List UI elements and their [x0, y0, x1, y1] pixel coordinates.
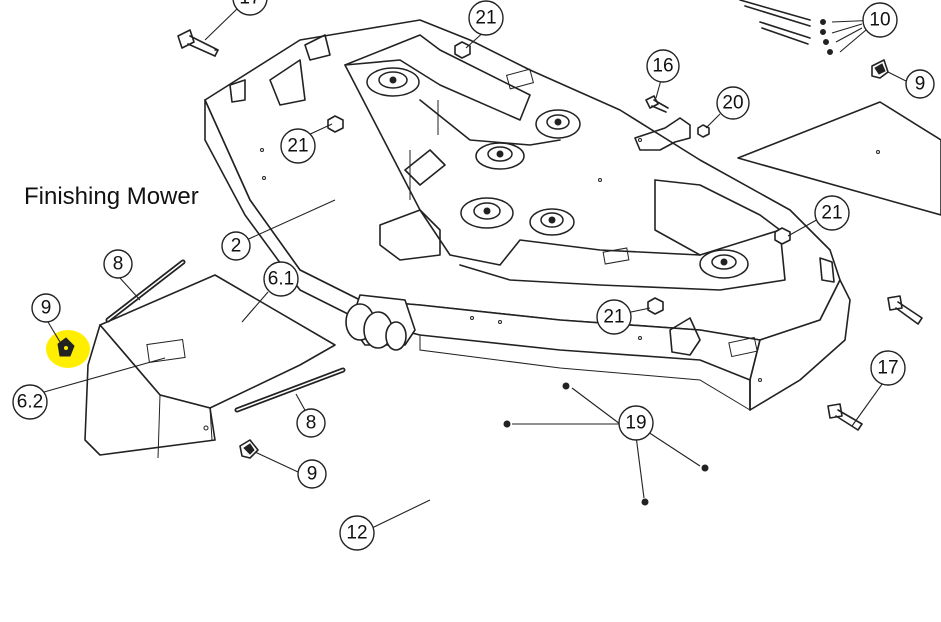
callout-21-left: 21 [280, 128, 316, 164]
nut [647, 297, 664, 315]
callout-21-bottom: 21 [596, 299, 632, 335]
drive-belt [363, 390, 754, 612]
callout-21-top: 21 [468, 0, 504, 36]
deflector-rod-lower [234, 367, 346, 413]
callout-17-top: 17 [232, 0, 268, 16]
callout-label: 9 [41, 298, 52, 319]
callout-6-1: 6.1 [263, 261, 299, 297]
callout-label: 21 [287, 136, 308, 157]
deck-pulleys [366, 67, 749, 279]
fastener [239, 439, 259, 459]
callout-6-2: 6.2 [12, 384, 48, 420]
pulley [535, 109, 581, 139]
highlighted-fastener [46, 330, 90, 368]
callout-10: 10 [862, 2, 898, 38]
pulley [460, 197, 514, 229]
callout-2: 2 [221, 231, 251, 261]
nut [327, 115, 344, 133]
callout-19: 19 [618, 405, 654, 441]
callout-9-right: 9 [905, 69, 935, 99]
deck-hinge-rollers [345, 294, 416, 351]
callout-label: 9 [307, 464, 318, 485]
pulley [475, 142, 525, 170]
bolt [827, 403, 863, 431]
mower-deck [204, 19, 851, 411]
callout-8-upper: 8 [103, 249, 133, 279]
side-panel [737, 101, 941, 216]
callout-label: 17 [239, 0, 260, 9]
callout-label: 20 [722, 93, 743, 114]
callout-label: 21 [821, 203, 842, 224]
bolt [177, 29, 219, 57]
callout-16: 16 [646, 49, 680, 83]
callout-label: 6.1 [268, 269, 294, 290]
callout-8-lower: 8 [296, 408, 326, 438]
nut [503, 420, 511, 428]
callout-9-left: 9 [31, 293, 61, 323]
nut [701, 464, 709, 472]
pulley [699, 249, 749, 279]
callout-label: 6.2 [17, 392, 43, 413]
callout-21-right: 21 [814, 195, 850, 231]
bolt [645, 95, 669, 113]
callout-label: 21 [603, 307, 624, 328]
callout-17-right: 17 [870, 350, 906, 386]
diagram-title: Finishing Mower [24, 183, 199, 210]
pulley [366, 67, 420, 97]
nut [562, 382, 570, 390]
deflector-rod-upper [105, 259, 186, 323]
callout-label: 10 [869, 10, 890, 31]
callout-20: 20 [716, 86, 750, 120]
nut [641, 498, 649, 506]
callout-label: 16 [652, 56, 673, 77]
callout-label: 17 [877, 358, 898, 379]
spring-rods [739, 0, 833, 55]
nut [454, 41, 471, 59]
callout-label: 8 [306, 413, 317, 434]
nut [774, 227, 791, 245]
callout-12: 12 [339, 515, 375, 551]
callout-label: 8 [113, 254, 124, 275]
callout-label: 21 [475, 8, 496, 29]
pulley [529, 208, 575, 236]
bolt [887, 295, 923, 325]
idler-bracket [634, 117, 691, 151]
fastener [871, 59, 889, 79]
callout-label: 9 [915, 74, 926, 95]
callout-9-lower: 9 [297, 459, 327, 489]
callout-label: 19 [625, 413, 646, 434]
callout-label: 2 [231, 236, 242, 257]
discharge-chute [84, 274, 336, 459]
callout-label: 12 [346, 523, 367, 544]
